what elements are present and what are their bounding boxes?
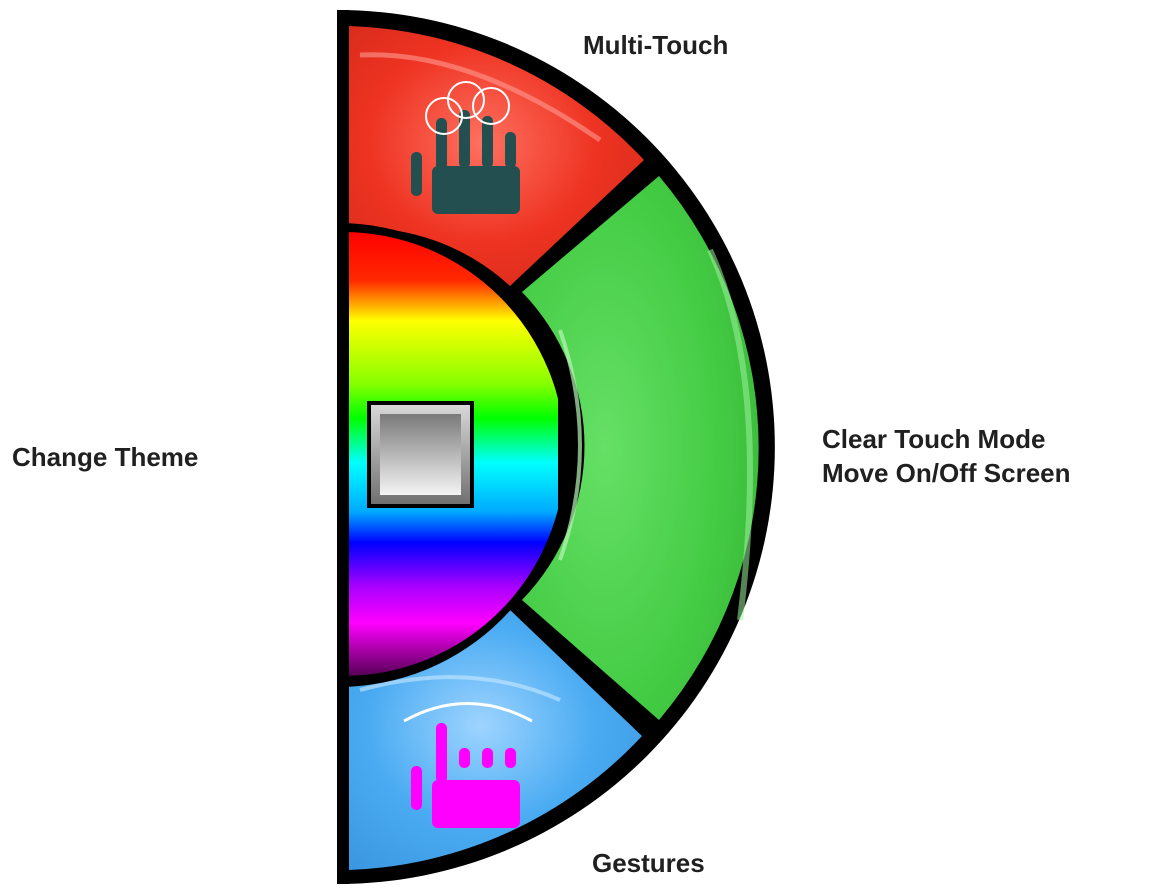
wheel-edge	[337, 10, 349, 884]
change-theme-label: Change Theme	[12, 440, 198, 474]
clear-touch-mode-line: Clear Touch Mode	[822, 422, 1071, 456]
clear-touch-label: Clear Touch Mode Move On/Off Screen	[822, 422, 1071, 490]
square-button-icon[interactable]	[367, 401, 474, 508]
gestures-label: Gestures	[592, 846, 705, 880]
multi-touch-label: Multi-Touch	[583, 28, 728, 62]
move-on-off-screen-line: Move On/Off Screen	[822, 456, 1071, 490]
